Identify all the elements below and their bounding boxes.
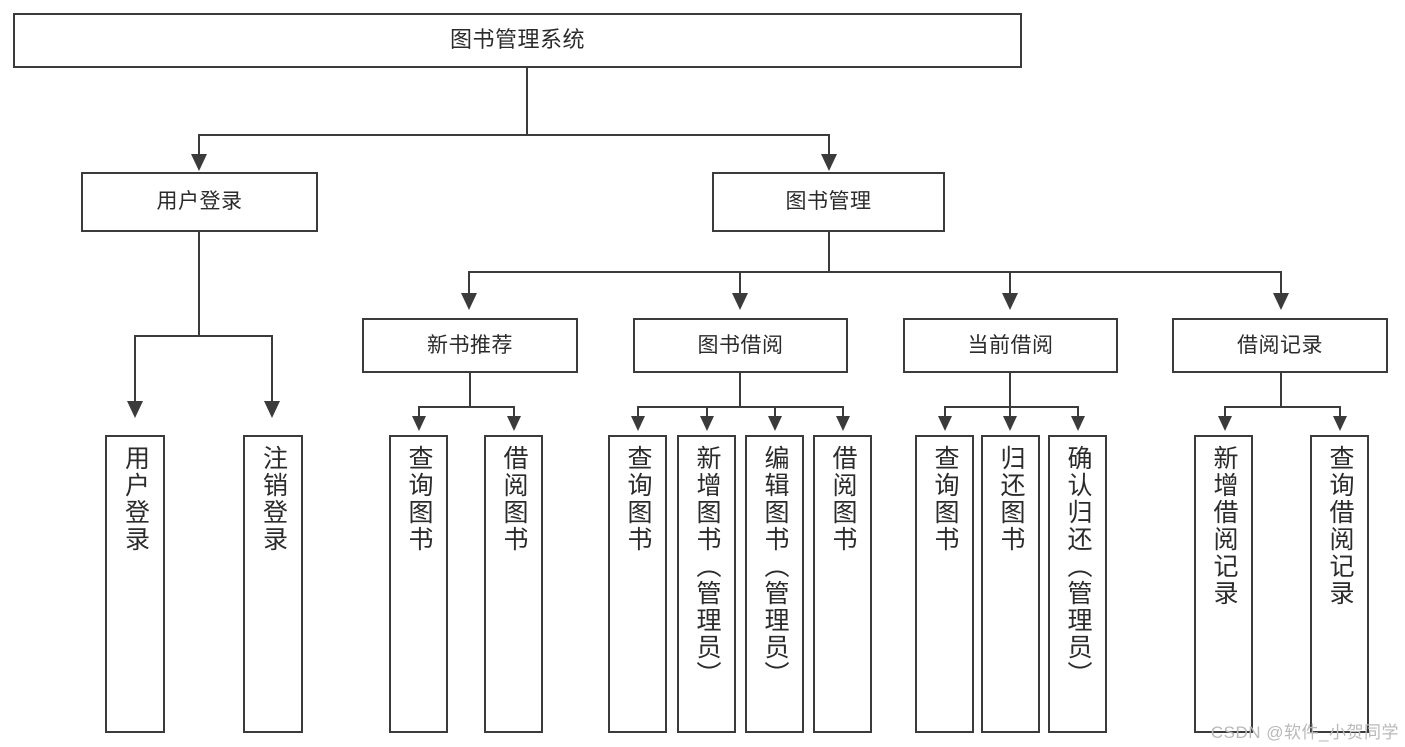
node-current-borrow-label: 当前借阅	[967, 333, 1054, 357]
connector-root-bus	[198, 134, 830, 136]
connector-user-login-stem	[198, 232, 200, 336]
node-user-login[interactable]: 用户登录	[81, 172, 318, 232]
arrow-to-leaf-query-book-2	[631, 416, 645, 431]
node-book-manage[interactable]: 图书管理	[712, 172, 945, 232]
leaf-query-record[interactable]: 查询借阅记录	[1310, 435, 1369, 733]
arrow-to-leaf-query-record	[1333, 416, 1347, 431]
leaf-add-book[interactable]: 新增图书（管理员）	[677, 435, 736, 733]
leaf-query-record-label: 查询借阅记录	[1326, 445, 1354, 607]
connector-user-login-drop-1	[134, 335, 136, 403]
leaf-add-record[interactable]: 新增借阅记录	[1194, 435, 1253, 733]
leaf-confirm-return-label: 确认归还（管理员）	[1064, 445, 1092, 688]
leaf-logout[interactable]: 注销登录	[243, 435, 303, 733]
leaf-edit-book-label: 编辑图书（管理员）	[761, 445, 789, 688]
connector-current-borrow-drop-2	[1009, 406, 1011, 418]
arrow-to-leaf-logout	[264, 401, 280, 418]
node-root-book-management-system[interactable]: 图书管理系统	[13, 13, 1022, 68]
connector-new-book-drop-1	[418, 406, 420, 418]
arrow-to-leaf-borrow-book-1	[507, 416, 521, 431]
connector-user-login-drop-2	[271, 335, 273, 403]
node-root-label: 图书管理系统	[449, 27, 585, 53]
connector-root-drop-right	[828, 134, 830, 156]
node-current-borrow[interactable]: 当前借阅	[903, 318, 1118, 373]
leaf-borrow-book-2[interactable]: 借阅图书	[813, 435, 872, 733]
connector-borrow-record-drop-2	[1339, 406, 1341, 418]
connector-book-borrow-bus	[637, 406, 843, 408]
leaf-query-book-2-label: 查询图书	[624, 445, 652, 553]
leaf-return-book-label: 归还图书	[997, 445, 1025, 553]
node-new-book-recommend-label: 新书推荐	[427, 333, 513, 357]
connector-user-login-bus	[134, 335, 271, 337]
arrow-to-leaf-confirm-return	[1071, 416, 1085, 431]
connector-level2-drop-4	[1280, 271, 1282, 295]
connector-book-borrow-drop-4	[842, 406, 844, 418]
arrow-to-leaf-add-record	[1218, 416, 1232, 431]
node-new-book-recommend[interactable]: 新书推荐	[362, 318, 578, 373]
connector-level2-drop-2	[739, 271, 741, 295]
leaf-edit-book[interactable]: 编辑图书（管理员）	[745, 435, 804, 733]
node-borrow-record[interactable]: 借阅记录	[1172, 318, 1388, 373]
arrow-to-user-login	[191, 154, 207, 171]
leaf-query-book-2[interactable]: 查询图书	[608, 435, 667, 733]
arrow-to-borrow-record	[1273, 293, 1289, 310]
connector-book-borrow-drop-2	[706, 406, 708, 418]
leaf-confirm-return[interactable]: 确认归还（管理员）	[1048, 435, 1107, 733]
arrow-to-leaf-user-login	[127, 401, 143, 418]
node-book-borrow[interactable]: 图书借阅	[633, 318, 848, 373]
connector-root-drop-left	[198, 134, 200, 156]
connector-borrow-record-bus	[1224, 406, 1341, 408]
connector-book-borrow-drop-3	[774, 406, 776, 418]
arrow-to-leaf-query-book-1	[412, 416, 426, 431]
connector-book-borrow-stem	[739, 373, 741, 407]
leaf-borrow-book-2-label: 借阅图书	[829, 445, 857, 553]
leaf-query-book-3[interactable]: 查询图书	[915, 435, 974, 733]
arrow-to-leaf-edit-book	[768, 416, 782, 431]
connector-level2-drop-3	[1009, 271, 1011, 295]
connector-current-borrow-drop-1	[944, 406, 946, 418]
leaf-borrow-book-1[interactable]: 借阅图书	[484, 435, 543, 733]
connector-book-manage-stem	[828, 232, 830, 273]
leaf-user-login[interactable]: 用户登录	[105, 435, 165, 733]
arrow-to-leaf-return-book	[1003, 416, 1017, 431]
arrow-to-new-book-recommend	[461, 293, 477, 310]
arrow-to-book-manage	[821, 154, 837, 171]
connector-current-borrow-stem	[1009, 373, 1011, 407]
node-user-login-label: 用户登录	[156, 190, 243, 214]
arrow-to-leaf-query-book-3	[938, 416, 952, 431]
leaf-add-book-label: 新增图书（管理员）	[693, 445, 721, 688]
leaf-logout-label: 注销登录	[259, 445, 288, 553]
leaf-query-book-1-label: 查询图书	[405, 445, 433, 553]
connector-borrow-record-drop-1	[1224, 406, 1226, 418]
connector-new-book-stem	[469, 373, 471, 407]
leaf-add-record-label: 新增借阅记录	[1210, 445, 1238, 607]
connector-new-book-bus	[418, 406, 514, 408]
leaf-user-login-label: 用户登录	[121, 445, 150, 553]
leaf-query-book-3-label: 查询图书	[931, 445, 959, 553]
connector-book-borrow-drop-1	[637, 406, 639, 418]
node-book-borrow-label: 图书借阅	[697, 333, 784, 357]
connector-level2-drop-1	[468, 271, 470, 295]
connector-new-book-drop-2	[513, 406, 515, 418]
connector-current-borrow-drop-3	[1077, 406, 1079, 418]
connector-borrow-record-stem	[1280, 373, 1282, 407]
arrow-to-current-borrow	[1002, 293, 1018, 310]
arrow-to-leaf-add-book	[700, 416, 714, 431]
leaf-return-book[interactable]: 归还图书	[981, 435, 1040, 733]
node-borrow-record-label: 借阅记录	[1237, 333, 1323, 357]
arrow-to-leaf-borrow-book-2	[836, 416, 850, 431]
arrow-to-book-borrow	[732, 293, 748, 310]
connector-root-stem	[526, 68, 528, 135]
connector-current-borrow-bus	[944, 406, 1078, 408]
connector-book-manage-bus	[468, 271, 1280, 273]
node-book-manage-label: 图书管理	[785, 190, 872, 214]
leaf-query-book-1[interactable]: 查询图书	[389, 435, 448, 733]
leaf-borrow-book-1-label: 借阅图书	[500, 445, 528, 553]
